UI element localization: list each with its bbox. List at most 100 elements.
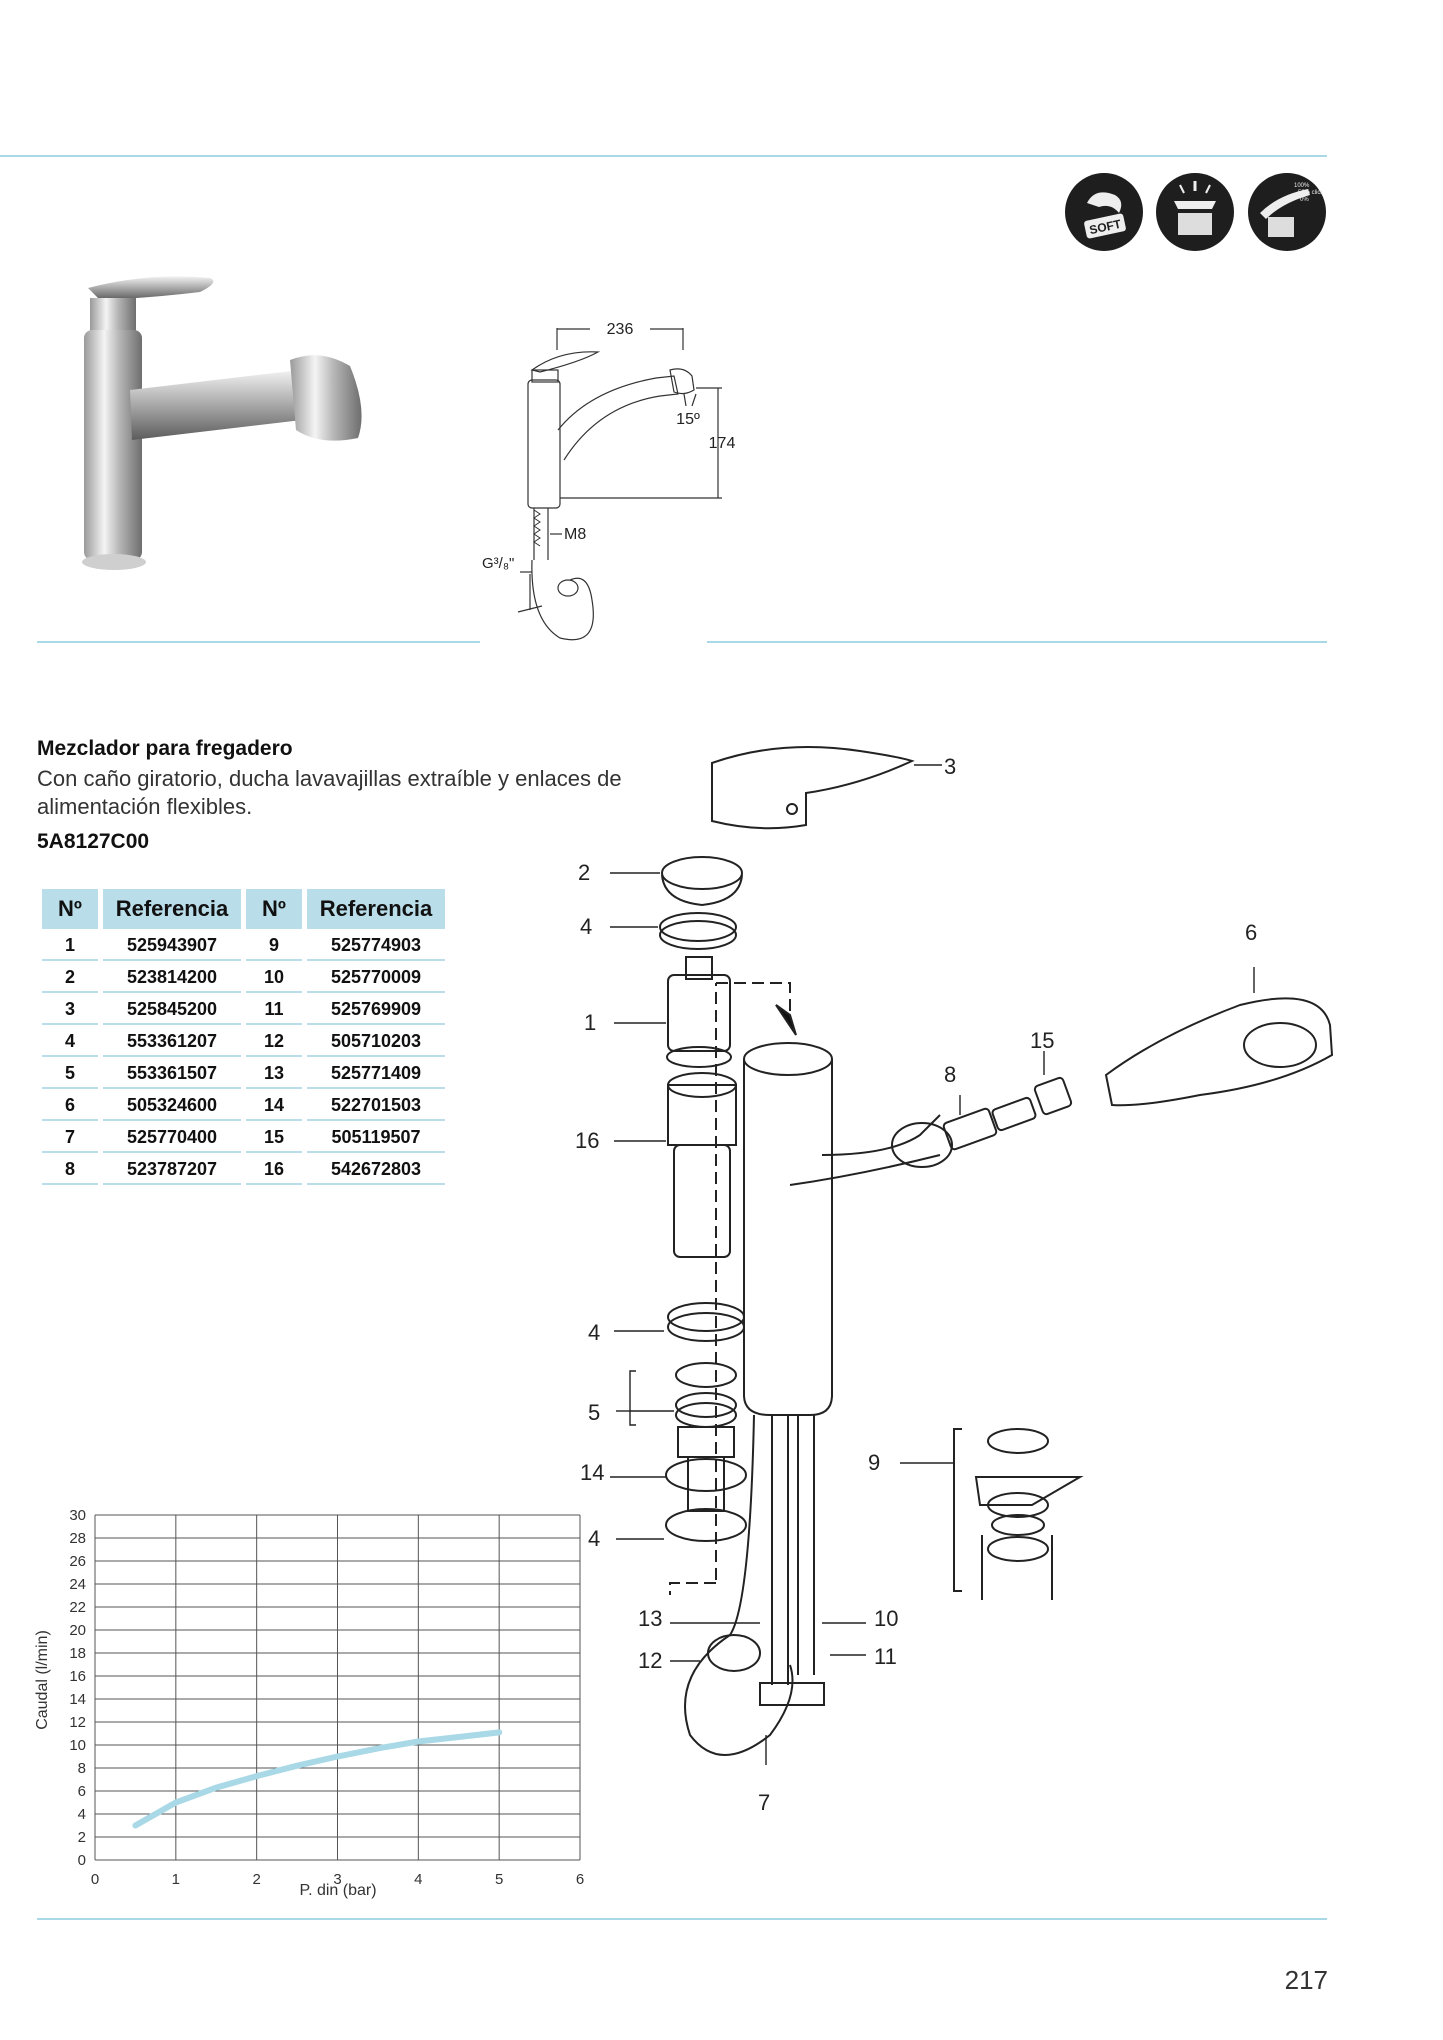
part-reference: 523814200: [103, 963, 241, 993]
callout-13: 13: [638, 1606, 663, 1631]
part-number: 14: [246, 1091, 302, 1121]
header-no: Nº: [42, 889, 98, 929]
chart-ytick-label: 0: [78, 1852, 86, 1869]
callout-12: 12: [638, 1648, 663, 1673]
chart-ytick-label: 26: [69, 1553, 86, 1570]
exploded-view: [610, 746, 1334, 1765]
part-number: 10: [246, 963, 302, 993]
flow-label-50: 50% click: [1298, 190, 1324, 196]
part-reference: 505119507: [307, 1123, 445, 1153]
part-number: 3: [42, 995, 98, 1025]
callout-6: 6: [1245, 920, 1258, 945]
dim-connection: G³/₈": [482, 555, 514, 572]
chart-ytick-label: 20: [69, 1622, 86, 1639]
part-number: 16: [246, 1155, 302, 1185]
part-reference: 525771409: [307, 1059, 445, 1089]
chart-series-line: [132, 1729, 503, 1829]
callout-16: 14: [580, 1460, 605, 1485]
chart-xtick-label: 4: [414, 1871, 422, 1888]
table-header-row: Nº Referencia Nº Referencia: [42, 889, 445, 929]
callout-7: 7: [758, 1790, 771, 1815]
product-title: Mezclador para fregadero: [37, 737, 293, 760]
part-reference: 525770400: [103, 1123, 241, 1153]
soft-icon: SOFT: [1065, 173, 1143, 251]
part-reference: 525769909: [307, 995, 445, 1025]
part-number: 15: [246, 1123, 302, 1153]
part-reference: 525845200: [103, 995, 241, 1025]
part-reference: 553361207: [103, 1027, 241, 1057]
header-no: Nº: [246, 889, 302, 929]
part-number: 12: [246, 1027, 302, 1057]
part-reference: 523787207: [103, 1155, 241, 1185]
chart-ytick-label: 14: [69, 1691, 86, 1708]
callout-4: 4: [588, 1526, 601, 1551]
callout-15: 15: [1030, 1028, 1055, 1053]
product-description: Con caño giratorio, ducha lavavajillas e…: [37, 766, 622, 819]
chart-ytick-label: 28: [69, 1530, 86, 1547]
part-reference: 505710203: [307, 1027, 445, 1057]
part-reference: 525770009: [307, 963, 445, 993]
product-code: 5A8127C00: [37, 830, 150, 853]
chart-ytick-label: 30: [69, 1507, 86, 1524]
dim-height: 174: [709, 435, 736, 452]
bottom-rule: [37, 1918, 1327, 1920]
flow-limit-icon: 100% 50% click 0%: [1248, 173, 1326, 251]
page-number: 217: [1284, 1965, 1328, 1995]
callout-10: 10: [874, 1606, 899, 1631]
header-reference: Referencia: [103, 889, 241, 929]
flow-label-100: 100%: [1294, 183, 1310, 189]
chart-xtick-label: 6: [576, 1871, 584, 1888]
part-reference: 505324600: [103, 1091, 241, 1121]
chart-ytick-label: 4: [78, 1806, 86, 1823]
cold-start-icon: [1156, 173, 1234, 251]
part-reference: 553361507: [103, 1059, 241, 1089]
chart-xtick-label: 2: [252, 1871, 260, 1888]
chart-xtick-label: 0: [91, 1871, 99, 1888]
part-number: 13: [246, 1059, 302, 1089]
callout-4: 4: [580, 914, 593, 939]
callout-11: 11: [874, 1644, 897, 1669]
chart-ytick-label: 2: [78, 1829, 86, 1846]
soft-label: SOFT: [1088, 217, 1123, 237]
part-number: 1: [42, 931, 98, 961]
chart-ytick-label: 10: [69, 1737, 86, 1754]
flow-label-0: 0%: [1300, 197, 1309, 203]
part-reference: 522701503: [307, 1091, 445, 1121]
chart-ytick-label: 12: [69, 1714, 86, 1731]
mid-rule-right: [707, 641, 1327, 643]
part-number: 7: [42, 1123, 98, 1153]
chart-ytick-label: 22: [69, 1599, 86, 1616]
part-number: 2: [42, 963, 98, 993]
part-number: 6: [42, 1091, 98, 1121]
callout-9: 9: [868, 1450, 881, 1475]
chart-ytick-label: 16: [69, 1668, 86, 1685]
part-number: 4: [42, 1027, 98, 1057]
part-reference: 525774903: [307, 931, 445, 961]
callout-5: 5: [588, 1400, 601, 1425]
callout-1: 1: [584, 1010, 597, 1035]
mid-rule-left: [37, 641, 480, 643]
dim-width: 236: [607, 321, 634, 338]
chart-xtick-label: 1: [172, 1871, 180, 1888]
chart-ytick-label: 18: [69, 1645, 86, 1662]
chart-xlabel: P. din (bar): [299, 1882, 376, 1899]
part-number: 5: [42, 1059, 98, 1089]
dim-thread: M8: [564, 526, 586, 543]
dim-angle: 15º: [676, 411, 700, 428]
chart-ytick-label: 24: [69, 1576, 86, 1593]
callout-3: 3: [944, 754, 957, 779]
dimension-drawing: 236 15º 174 M8 G³/₈": [482, 321, 736, 641]
part-number: 11: [246, 995, 302, 1025]
top-rule: [0, 155, 1327, 157]
callout-4: 4: [588, 1320, 601, 1345]
chart-ylabel: Caudal (l/min): [34, 1630, 51, 1730]
product-photo: [82, 276, 362, 570]
